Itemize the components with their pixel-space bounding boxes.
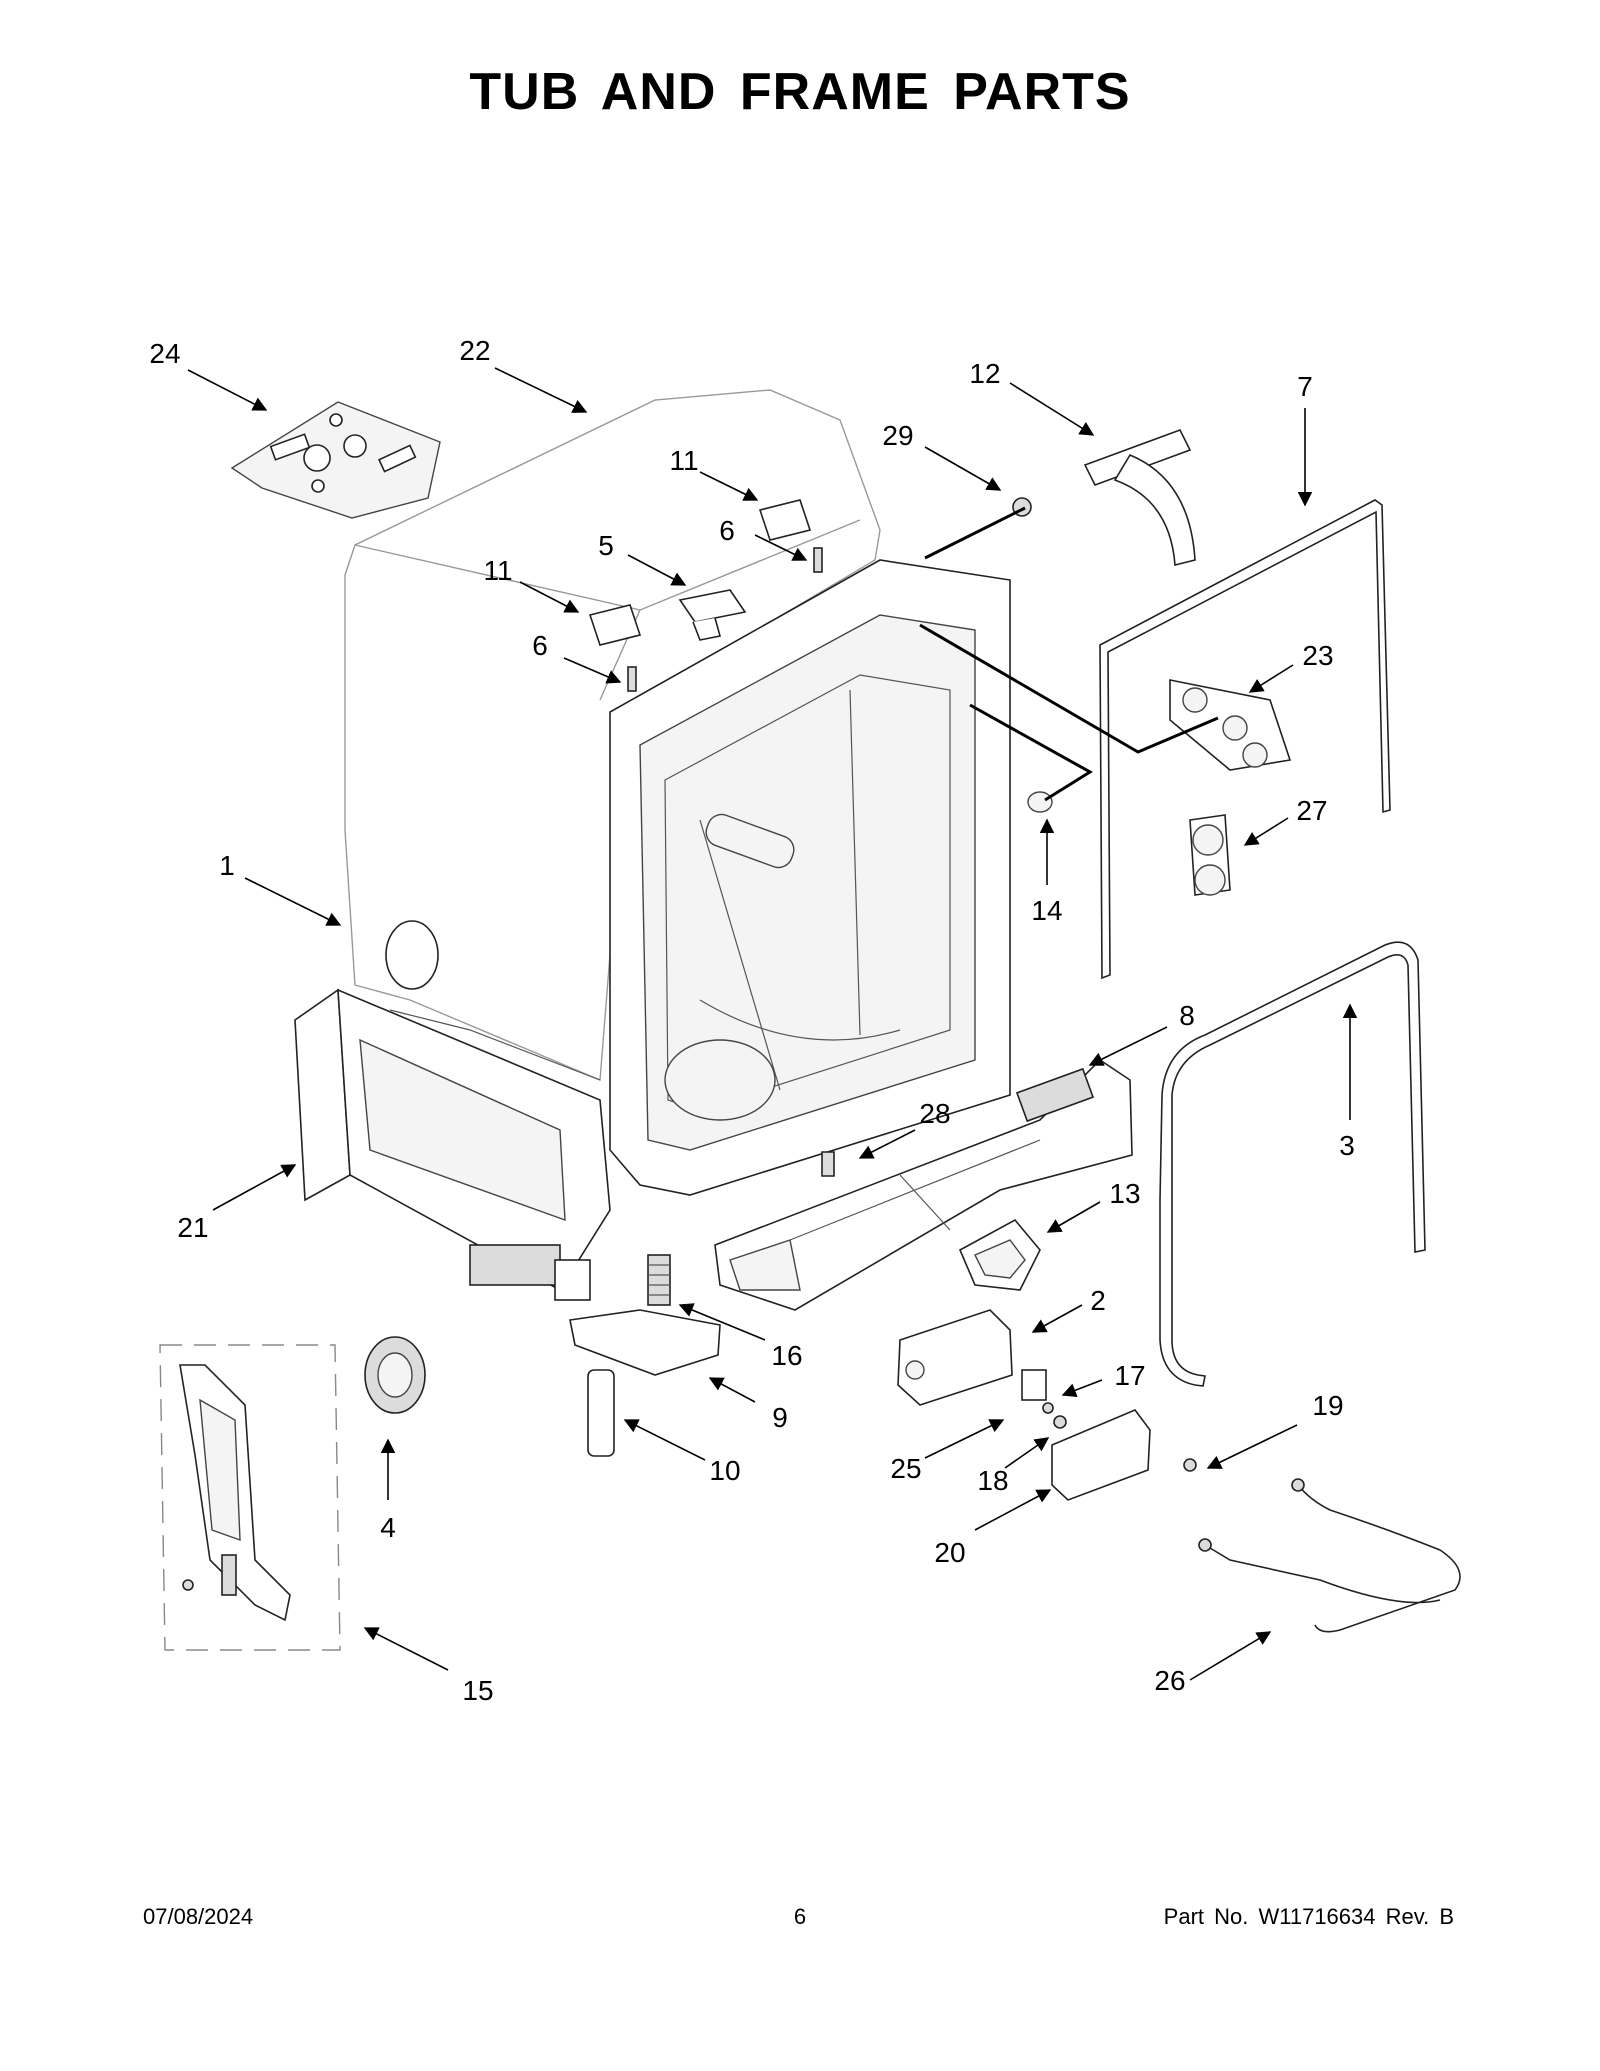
callout-12: 12 [969, 358, 1000, 389]
callout-15: 15 [462, 1675, 493, 1706]
pump-gear-part [364, 1336, 426, 1414]
rack-roller-part [1169, 679, 1292, 896]
callout-13: 13 [1109, 1178, 1140, 1209]
leader-arrows [187, 367, 1358, 1681]
bottom-gasket-part [1159, 941, 1426, 1387]
base-pan-part [714, 1058, 1133, 1311]
callout-19: 19 [1312, 1390, 1343, 1421]
callout-14: 14 [1031, 895, 1062, 926]
plug-part [1027, 791, 1053, 813]
leg-bracket-part [569, 1309, 721, 1376]
terminal-box-part [897, 1309, 1013, 1406]
leg-extension-part [587, 1369, 615, 1457]
callout-18: 18 [977, 1465, 1008, 1496]
callout-22: 22 [459, 335, 490, 366]
top-brackets-part [588, 499, 823, 692]
callout-5: 5 [598, 530, 614, 561]
callout-1: 1 [219, 850, 235, 881]
hinge-cover-part [1012, 429, 1196, 567]
footer-part-number: Part No. W11716634 Rev. B [1163, 1904, 1454, 1929]
callout-27: 27 [1296, 795, 1327, 826]
callout-8: 8 [1179, 1000, 1195, 1031]
page-title: TUB AND FRAME PARTS [469, 63, 1131, 121]
footer-page-number: 6 [793, 1904, 807, 1929]
callout-3: 3 [1339, 1130, 1355, 1161]
side-panel-assembly-part [159, 1344, 341, 1651]
callout-7: 7 [1297, 371, 1313, 402]
callout-6-lower: 6 [532, 630, 548, 661]
leveling-leg-part [647, 1254, 671, 1306]
base-screw-part [821, 1151, 835, 1177]
footer-date: 07/08/2024 [143, 1904, 254, 1929]
connection-lines [919, 506, 1219, 802]
callout-16: 16 [771, 1340, 802, 1371]
door-gasket-part [1099, 499, 1391, 980]
callout-11-lower: 11 [483, 555, 512, 586]
callout-2: 2 [1090, 1285, 1106, 1316]
callout-10: 10 [709, 1455, 740, 1486]
tub-assembly-part [385, 559, 1011, 1196]
callout-26: 26 [1154, 1665, 1185, 1696]
junction-cover-part [1051, 1409, 1197, 1501]
wire-connector-part [1021, 1369, 1067, 1429]
wire-harness-part [1198, 1478, 1461, 1633]
callout-20: 20 [934, 1537, 965, 1568]
callout-24: 24 [149, 338, 180, 369]
float-assembly-part [958, 1218, 1041, 1291]
callout-4: 4 [380, 1512, 396, 1543]
callout-numbers: 24 22 12 7 29 11 6 5 11 6 23 27 14 1 8 3… [149, 335, 1354, 1706]
callout-28: 28 [919, 1098, 950, 1129]
hardware-bag-part [230, 401, 441, 519]
callout-29: 29 [882, 420, 913, 451]
callout-11-upper: 11 [669, 445, 698, 476]
left-frame-part [294, 988, 611, 1301]
callout-9: 9 [772, 1402, 788, 1433]
callout-6-upper: 6 [719, 515, 735, 546]
callout-23: 23 [1302, 640, 1333, 671]
callout-25: 25 [890, 1453, 921, 1484]
callout-17: 17 [1114, 1360, 1145, 1391]
callout-21: 21 [177, 1212, 208, 1243]
